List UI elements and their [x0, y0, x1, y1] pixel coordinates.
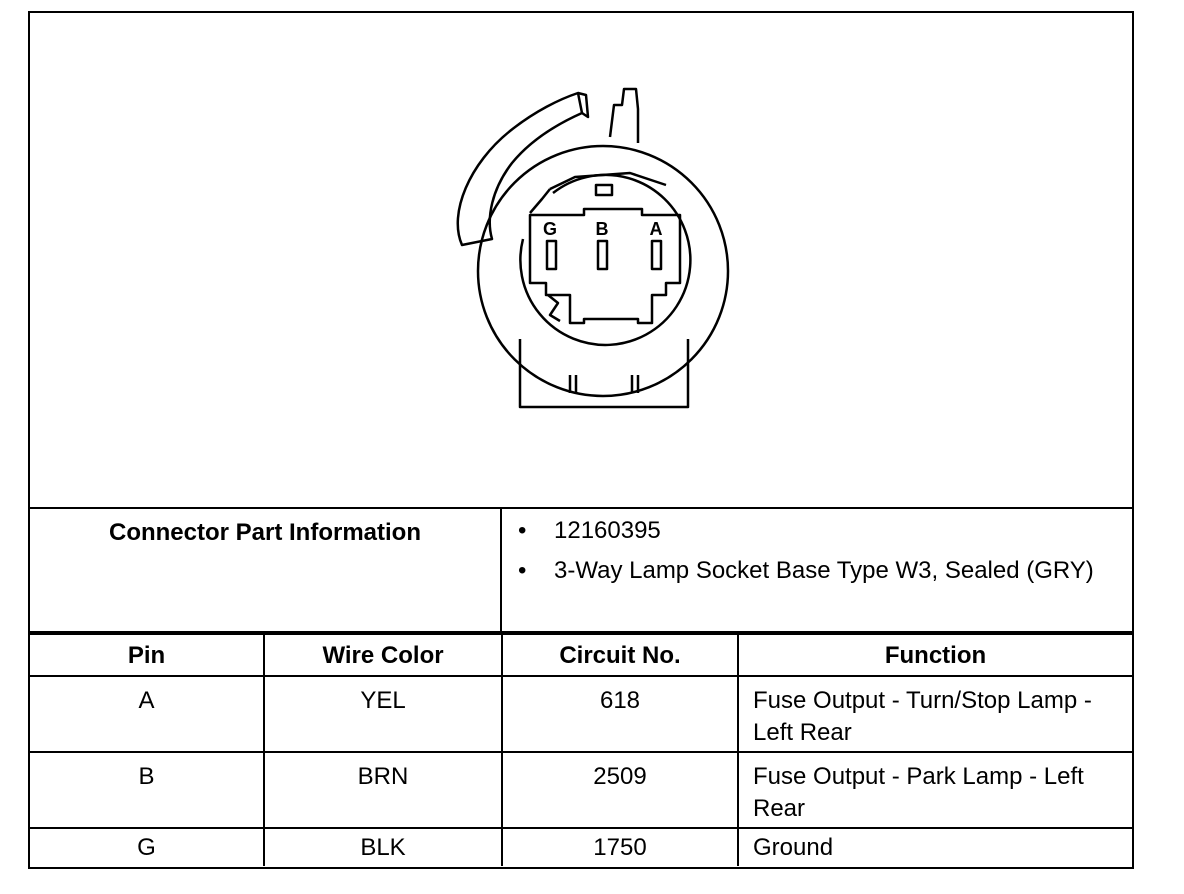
outer-ring [476, 144, 730, 398]
cell-wire-color: BRN [263, 751, 503, 829]
bottom-housing [518, 339, 690, 409]
part-number-item: • 12160395 [502, 515, 1132, 547]
header-circuit-no: Circuit No. [501, 633, 739, 677]
locking-tab [456, 91, 584, 247]
pin-slot-g [545, 239, 558, 271]
cell-wire-color: YEL [263, 675, 503, 753]
pin-label-b: B [596, 219, 609, 239]
pin-table-header: Pin Wire Color Circuit No. Function [30, 633, 1132, 677]
part-description-item: • 3-Way Lamp Socket Base Type W3, Sealed… [502, 555, 1132, 587]
pin-slot-a [650, 239, 663, 271]
connector-info-row: Connector Part Information • 12160395 • … [30, 509, 1132, 633]
table-row: G BLK 1750 Ground [30, 827, 1132, 866]
top-key [594, 183, 614, 197]
bullet-icon: • [518, 517, 527, 544]
cell-circuit: 618 [501, 675, 739, 753]
table-row: A YEL 618 Fuse Output - Turn/Stop Lamp -… [30, 675, 1132, 753]
header-pin: Pin [30, 633, 265, 677]
part-description: 3-Way Lamp Socket Base Type W3, Sealed (… [554, 557, 1094, 584]
cell-function: Fuse Output - Turn/Stop Lamp - Left Rear [737, 675, 1132, 753]
part-number: 12160395 [554, 517, 661, 544]
cell-wire-color: BLK [263, 827, 503, 866]
connector-info-label: Connector Part Information [30, 509, 502, 631]
bullet-icon: • [518, 557, 527, 584]
pin-slot-b [596, 239, 609, 271]
inner-ring [519, 173, 692, 347]
cell-function: Fuse Output - Park Lamp - Left Rear [737, 751, 1132, 829]
keyway [547, 294, 561, 323]
pin-label-g: G [543, 219, 557, 239]
cell-circuit: 1750 [501, 827, 739, 866]
pin-label-a: A [650, 219, 663, 239]
cell-circuit: 2509 [501, 751, 739, 829]
connector-info-list: • 12160395 • 3-Way Lamp Socket Base Type… [502, 509, 1132, 637]
header-wire-color: Wire Color [263, 633, 503, 677]
header-function: Function [737, 633, 1132, 677]
connector-face-drawing: G B A [456, 87, 730, 409]
bottom-marks [568, 375, 640, 393]
cell-function: Ground [737, 827, 1132, 866]
cell-pin: G [30, 827, 265, 866]
top-post [608, 87, 640, 143]
connector-sheet: G B A Connector Part Information • 12160… [28, 11, 1134, 869]
connector-diagram: G B A [30, 13, 1132, 509]
pin-table: Pin Wire Color Circuit No. Function A YE… [30, 633, 1132, 866]
cell-pin: A [30, 675, 265, 753]
cell-pin: B [30, 751, 265, 829]
table-row: B BRN 2509 Fuse Output - Park Lamp - Lef… [30, 751, 1132, 829]
terminal-cavity [528, 207, 682, 325]
